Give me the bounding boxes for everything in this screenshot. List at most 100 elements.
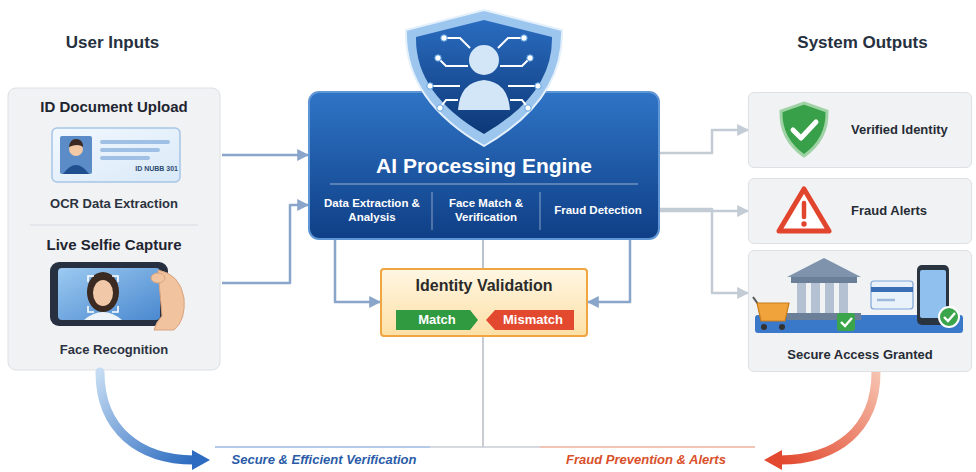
selfie-hair bbox=[87, 272, 119, 312]
face-bracket bbox=[88, 306, 94, 312]
bank-card bbox=[871, 281, 913, 309]
circuit-dot bbox=[427, 83, 433, 89]
match-badge: Match bbox=[396, 310, 478, 330]
bottom-rule bbox=[540, 446, 755, 448]
node-title: Mismatch bbox=[492, 310, 574, 330]
cart-wheel bbox=[779, 324, 785, 330]
validation-box: Identity ValidationMatch Mismatch bbox=[380, 268, 588, 337]
node-title: Fraud Detection bbox=[554, 204, 642, 218]
node-title: Face Match & Verification bbox=[437, 197, 535, 225]
circuit-line bbox=[438, 58, 468, 66]
card-stripe bbox=[871, 287, 913, 292]
flow-arrow bbox=[222, 205, 308, 283]
check-mark bbox=[793, 122, 816, 138]
node-title: Match bbox=[396, 310, 478, 330]
id-person bbox=[63, 165, 89, 174]
node-title: Data Extraction & Analysis bbox=[317, 197, 427, 225]
warning-dot bbox=[801, 221, 806, 226]
section-heading: User Inputs bbox=[20, 33, 205, 53]
node-title: Fraud Alerts bbox=[851, 203, 927, 219]
node-title: Live Selfie Capture bbox=[46, 236, 181, 255]
cart-wheel bbox=[761, 324, 767, 330]
engine-function: Face Match & Verification bbox=[434, 188, 538, 234]
circuit-dot bbox=[525, 105, 531, 111]
id-line bbox=[102, 140, 168, 144]
person-head bbox=[469, 45, 499, 75]
header-rule bbox=[20, 61, 205, 63]
circuit-line bbox=[508, 85, 538, 87]
mismatch-badge: Mismatch bbox=[486, 310, 574, 330]
curved-arrow bbox=[780, 372, 876, 460]
node-title: AI Processing Engine bbox=[308, 153, 660, 179]
engine-function: Fraud Detection bbox=[542, 188, 654, 234]
bottom-rule bbox=[430, 446, 540, 448]
engine-divider bbox=[540, 192, 541, 230]
flow-line bbox=[482, 337, 484, 447]
circuit-line bbox=[498, 38, 524, 48]
circuit-dot bbox=[535, 83, 541, 89]
id-card bbox=[52, 128, 180, 182]
id-line bbox=[102, 156, 148, 160]
id-hair bbox=[69, 139, 83, 147]
engine-box: AI Processing EngineData Extraction & An… bbox=[308, 8, 660, 240]
circuit-line bbox=[444, 38, 470, 48]
bank-column bbox=[839, 283, 848, 315]
shield-inner bbox=[416, 20, 552, 134]
bank-column bbox=[825, 283, 834, 315]
phone-body bbox=[50, 262, 168, 326]
flow-arrow bbox=[660, 209, 748, 293]
input-item: Live Selfie CaptureFace Recognition bbox=[8, 230, 220, 366]
arrow-head bbox=[192, 450, 210, 470]
id-line bbox=[102, 148, 158, 152]
check-shield bbox=[781, 103, 827, 156]
panel-divider bbox=[30, 225, 198, 226]
node-title: Verified Identity bbox=[851, 122, 948, 138]
circuit-dot bbox=[435, 55, 441, 61]
engine-divider bbox=[432, 192, 433, 230]
circuit-dot bbox=[527, 55, 533, 61]
thumb bbox=[151, 273, 165, 283]
engine-function: Data Extraction & Analysis bbox=[314, 188, 430, 234]
face-bracket bbox=[112, 276, 118, 282]
node-title: Secure Access Granted bbox=[787, 347, 932, 363]
input-panel bbox=[8, 88, 220, 370]
circuit-line bbox=[500, 58, 530, 66]
section-heading: System Outputs bbox=[770, 33, 955, 53]
outcome-label: Secure & Efficient Verification bbox=[212, 452, 436, 467]
bank-roof bbox=[787, 258, 861, 277]
check-mark bbox=[944, 313, 955, 321]
output-card: Verified Identity bbox=[748, 92, 972, 168]
shield bbox=[406, 10, 562, 146]
flow-arrow bbox=[222, 154, 308, 157]
flow-arrow bbox=[482, 240, 484, 268]
check-badge bbox=[837, 313, 855, 331]
flow-arrow bbox=[335, 240, 380, 302]
node-body: OCR Data Extraction bbox=[50, 196, 178, 212]
node-title: ID Document Upload bbox=[40, 98, 188, 117]
bank-column bbox=[811, 283, 820, 315]
warning-mark bbox=[802, 203, 807, 217]
outcome-label: Fraud Prevention & Alerts bbox=[534, 452, 758, 467]
node-title: Identity Validation bbox=[382, 276, 586, 296]
engine-rule bbox=[330, 184, 638, 185]
selfie-face bbox=[93, 280, 113, 306]
circuit-dot bbox=[437, 105, 443, 111]
selfie-body bbox=[84, 312, 122, 320]
input-item: ID Document UploadOCR Data Extraction bbox=[8, 92, 220, 220]
cart-basket bbox=[757, 303, 789, 321]
check-mark bbox=[841, 318, 852, 326]
curved-arrow bbox=[100, 372, 194, 460]
card-line bbox=[877, 299, 895, 302]
phone-screen bbox=[58, 268, 160, 320]
circuit-dot bbox=[521, 35, 527, 41]
flow-arrow bbox=[588, 240, 630, 302]
header-rule bbox=[770, 61, 955, 63]
arrow-head bbox=[764, 450, 782, 470]
bank-beam bbox=[791, 277, 857, 283]
check-badge bbox=[939, 307, 959, 327]
circuit-line bbox=[430, 85, 460, 87]
output-card: Secure Access Granted bbox=[748, 250, 972, 372]
face-bracket bbox=[112, 306, 118, 312]
